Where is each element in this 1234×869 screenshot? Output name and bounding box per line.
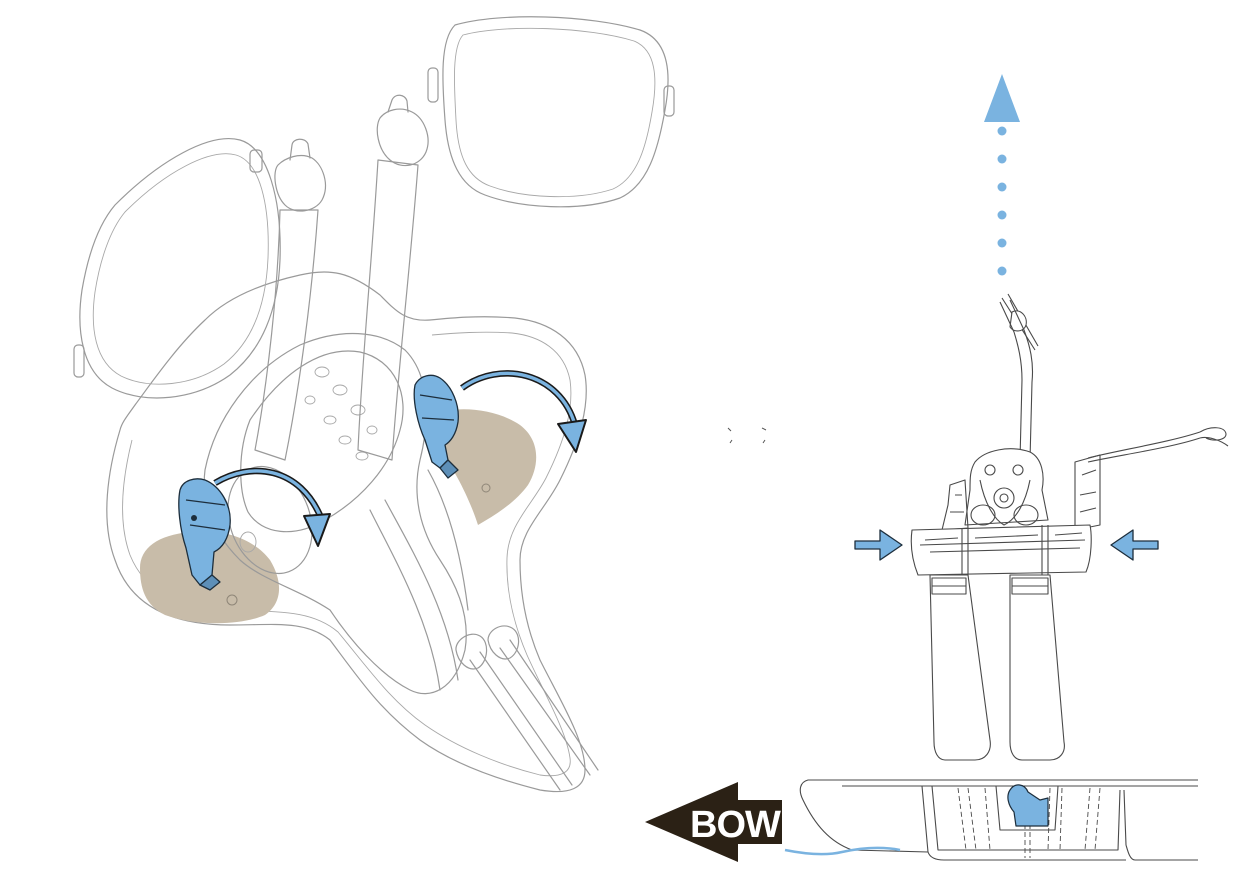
right-pedal-plate [442,16,669,208]
waterline [784,846,901,856]
right-pedal-knob [376,108,429,167]
left-pedal-stem [289,138,311,161]
rotate-arrow-right [460,370,587,453]
fin-mounts [931,577,1049,595]
drive-left-arm [941,479,969,531]
left-pedal-knob [274,154,326,212]
pedal-drive-in-hull-well [73,16,675,793]
fin-left [929,574,991,761]
hull-well-wall [921,785,1126,861]
drive-base-detail [919,525,1086,578]
bow-label: BOW [690,804,781,846]
rotate-arrow-left [213,467,331,547]
steering-cable [1087,437,1201,463]
left-pedal-plate [79,138,281,399]
drive-rail [427,469,469,611]
drive-head-detail [970,464,1039,526]
hub-bolt [239,531,257,553]
squeeze-arrow-right [1110,529,1159,561]
hull-latch-indicator [1007,784,1049,827]
left-pedal-arm [254,209,319,461]
drive-right-arm [1074,454,1101,531]
bow-arrow: BOW [645,782,782,862]
squeeze-arrow-left [854,529,903,561]
right-pad [430,409,537,525]
cable-hook [1199,427,1229,447]
well-slot [995,785,1059,831]
hull-well-outline [106,271,587,793]
crank-plate-holes [304,366,378,461]
drive-rail [369,509,441,691]
left-plate-tab [249,149,263,173]
right-pedal-arm [357,159,419,461]
left-plate-tab [73,344,85,378]
drive-rail [384,499,459,681]
left-pedal-plate-inner [92,153,269,385]
right-pedal-stem [387,94,409,113]
right-plate-tab [663,85,675,117]
steering-cables [455,625,599,791]
latch-left [178,478,231,591]
pedal-drive-lift-out [854,74,1229,761]
fin-right [1009,574,1065,761]
pad-hole [481,483,491,493]
crank-plate [240,350,404,533]
lift-handle [999,293,1039,461]
right-pedal-plate-inner [453,27,656,198]
latch-right [413,374,459,479]
right-plate-tab [427,67,439,103]
dotted-up-arrow [984,74,1020,276]
drive-head [964,448,1049,526]
drive-body [203,332,467,695]
hull-side-section [784,779,1198,861]
pad-hole [226,594,238,606]
hull-profile [799,779,1198,861]
steering-cable [1087,431,1201,459]
stray-marks [727,427,767,444]
